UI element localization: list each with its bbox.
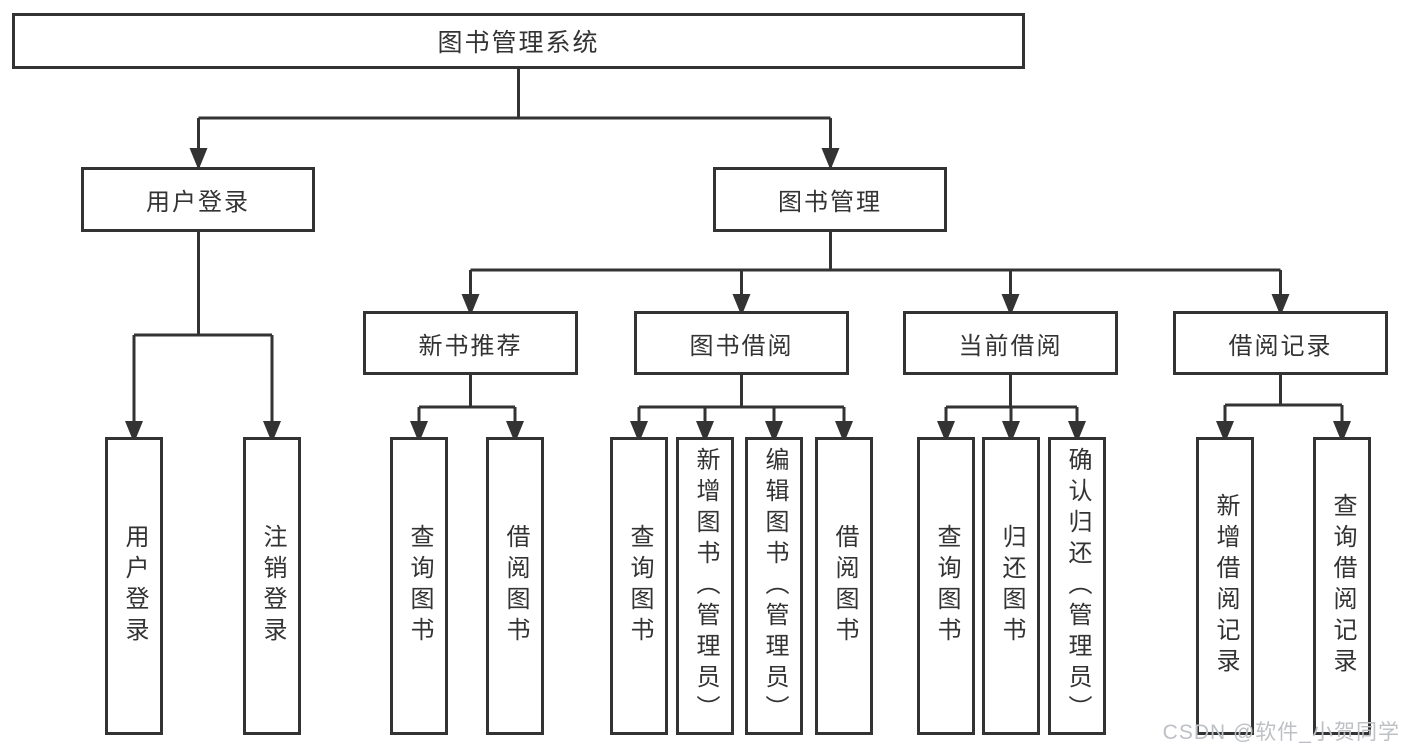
node-new-book-recommend: 新书推荐: [363, 311, 578, 375]
leaf-add-borrow-record-label: 新增借阅记录: [1212, 493, 1239, 679]
node-root-label: 图书管理系统: [437, 29, 600, 57]
leaf-logout: 注销登录: [243, 437, 301, 735]
leaf-logout-label: 注销登录: [259, 524, 286, 648]
node-book-borrowing: 图书借阅: [634, 311, 849, 375]
leaf-query-books-recommend: 查询图书: [390, 437, 448, 735]
leaf-borrow-books-label: 借阅图书: [831, 524, 858, 648]
leaf-query-books-recommend-label: 查询图书: [406, 524, 433, 648]
node-borrow-records-label: 借阅记录: [1228, 332, 1333, 360]
leaf-query-books-borrowing: 查询图书: [610, 437, 668, 735]
leaf-edit-books-admin-label: 编辑图书（管理员）: [761, 446, 788, 726]
leaf-query-books-borrowing-label: 查询图书: [626, 524, 653, 648]
leaf-user-login: 用户登录: [105, 437, 163, 735]
leaf-query-borrow-record: 查询借阅记录: [1313, 437, 1371, 735]
leaf-user-login-label: 用户登录: [121, 524, 148, 648]
node-current-borrowing: 当前借阅: [903, 311, 1118, 375]
node-root: 图书管理系统: [12, 13, 1025, 69]
leaf-query-books-current-label: 查询图书: [933, 524, 960, 648]
leaf-borrow-books: 借阅图书: [815, 437, 873, 735]
leaf-confirm-return-admin-label: 确认归还（管理员）: [1064, 446, 1091, 726]
leaf-add-borrow-record: 新增借阅记录: [1196, 437, 1254, 735]
leaf-add-books-admin-label: 新增图书（管理员）: [692, 446, 719, 726]
leaf-borrow-books-recommend: 借阅图书: [486, 437, 544, 735]
leaf-query-books-current: 查询图书: [917, 437, 975, 735]
leaf-return-books: 归还图书: [982, 437, 1040, 735]
leaf-add-books-admin: 新增图书（管理员）: [676, 437, 734, 735]
csdn-watermark: CSDN @软件_小贺同学: [1162, 721, 1400, 744]
node-new-book-recommend-label: 新书推荐: [418, 332, 523, 360]
node-user-login-label: 用户登录: [146, 189, 250, 216]
leaf-query-borrow-record-label: 查询借阅记录: [1329, 493, 1356, 679]
leaf-confirm-return-admin: 确认归还（管理员）: [1048, 437, 1106, 735]
node-borrow-records: 借阅记录: [1173, 311, 1388, 375]
node-current-borrowing-label: 当前借阅: [958, 332, 1063, 360]
node-user-login: 用户登录: [81, 167, 315, 232]
leaf-return-books-label: 归还图书: [998, 524, 1025, 648]
node-book-management-label: 图书管理: [778, 189, 882, 216]
leaf-borrow-books-recommend-label: 借阅图书: [502, 524, 529, 648]
node-book-borrowing-label: 图书借阅: [689, 332, 794, 360]
leaf-edit-books-admin: 编辑图书（管理员）: [745, 437, 803, 735]
node-book-management: 图书管理: [713, 167, 947, 232]
